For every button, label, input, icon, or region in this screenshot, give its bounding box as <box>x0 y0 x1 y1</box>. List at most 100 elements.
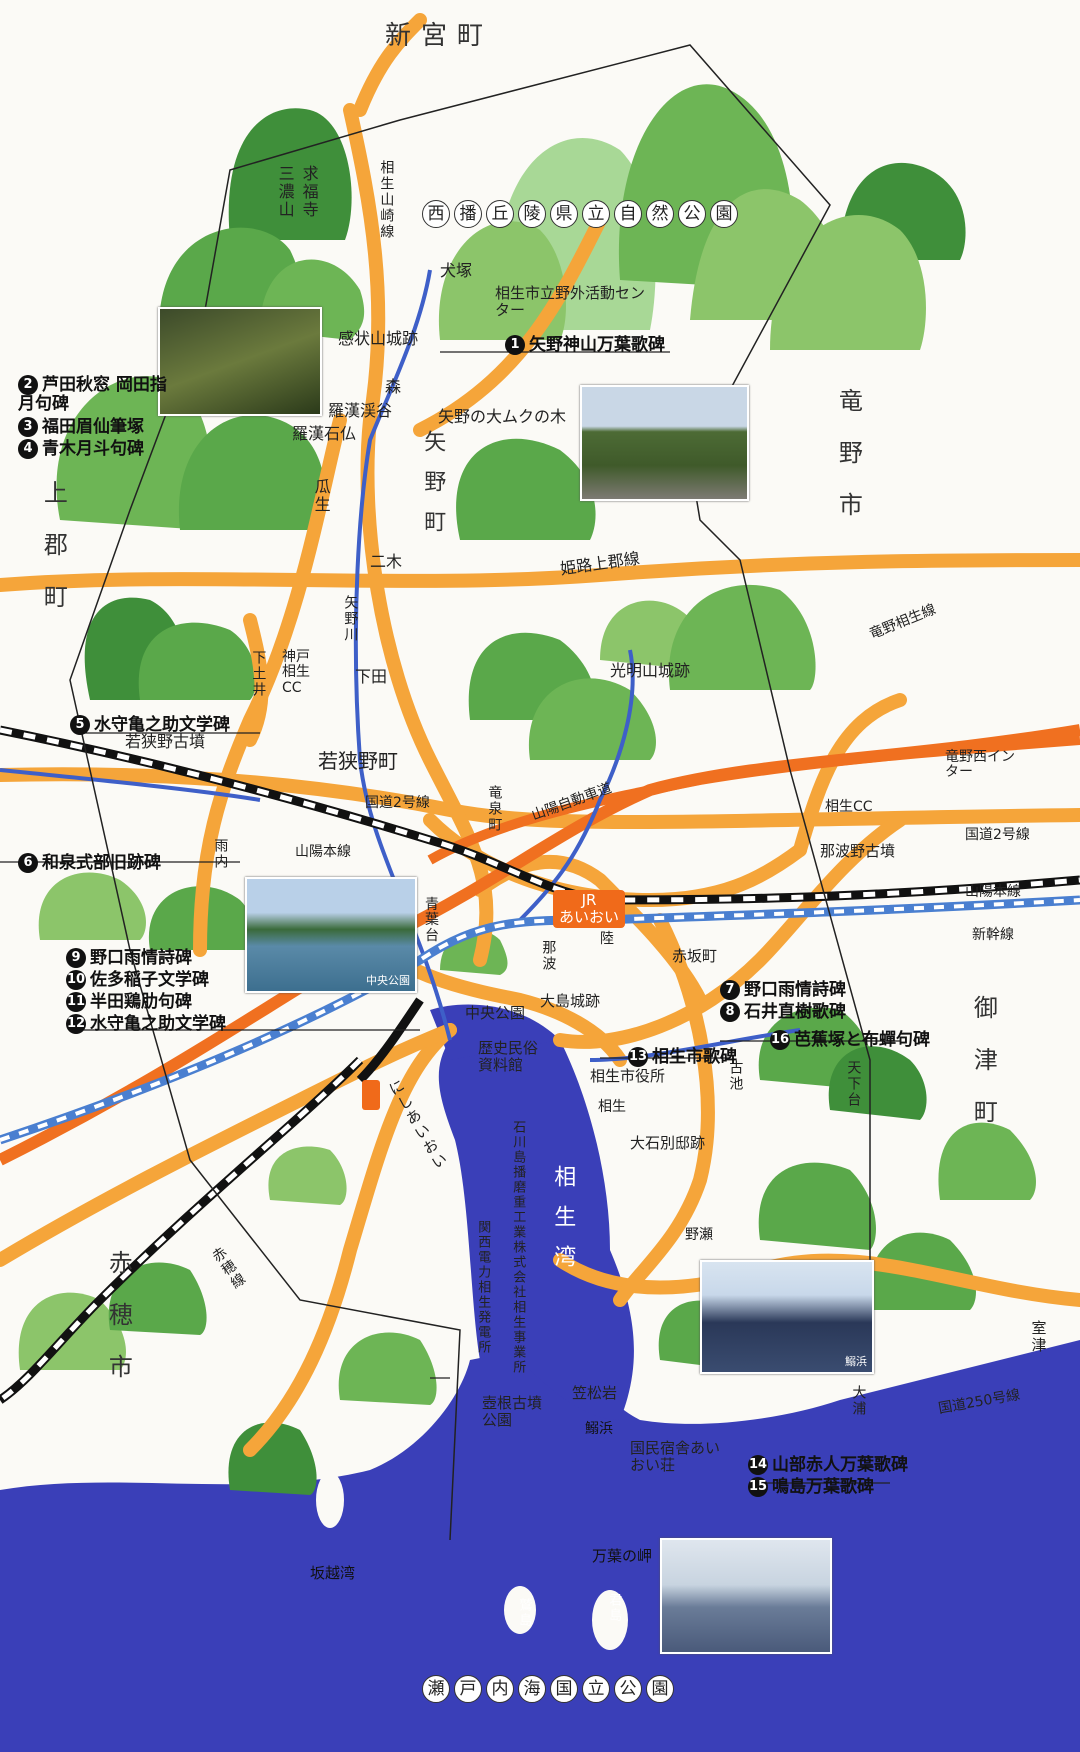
park-char: 立 <box>582 1675 610 1703</box>
place-ameuchi: 雨内 <box>212 838 229 870</box>
monument-label: 青木月斗句碑 <box>42 439 144 459</box>
place-sakoshi: 坂越湾 <box>310 1564 356 1582</box>
park-char: 海 <box>518 1675 546 1703</box>
place-museum: 歴史民俗資料館 <box>478 1039 539 1074</box>
monument-number: 6 <box>18 853 38 873</box>
monument-label: 和泉式部旧跡碑 <box>42 853 161 873</box>
photo-iwashihama: 鰯浜 <box>700 1260 874 1374</box>
route-2-west: 国道2号線 <box>365 795 430 811</box>
park-char: 戸 <box>454 1675 482 1703</box>
place-nabano-kofun: 那波野古墳 <box>820 842 896 860</box>
park-char: 立 <box>582 200 610 228</box>
nishi-aioi-station-marker[interactable] <box>362 1080 380 1110</box>
monument-number: 12 <box>66 1014 86 1034</box>
neighbor-mitsu: 御津町 <box>969 995 998 1151</box>
monument-number: 1 <box>505 335 525 355</box>
neighbor-kamigori: 上郡町 <box>39 480 68 636</box>
place-tatsunonishi-ic: 竜野西インター <box>945 749 1015 781</box>
route-sanyo-line-east: 山陽本線 <box>965 884 1021 900</box>
monument-label: 石井直樹歌碑 <box>744 1002 846 1022</box>
island <box>504 1586 536 1634</box>
jr-aioi-station[interactable]: JR あいおい <box>553 890 626 928</box>
place-iwashihama: 鰯浜 <box>585 1421 613 1437</box>
monument-number: 8 <box>720 1002 740 1022</box>
route-sanyo-line-west: 山陽本線 <box>295 844 351 860</box>
monument-number: 13 <box>628 1047 648 1067</box>
jr-label: JR <box>581 891 597 909</box>
place-kanjozan: 感状山城跡 <box>338 329 419 348</box>
monument-label: 福田眉仙筆塚 <box>42 417 144 437</box>
place-ihi: 石川島播磨重工業株式会社相生事業所 <box>510 1120 526 1375</box>
park-char: 公 <box>678 200 706 228</box>
place-shimoda: 下田 <box>355 667 388 686</box>
monument-label: 矢野神山万葉歌碑 <box>529 335 665 355</box>
photo-caption-chuo: 中央公園 <box>366 974 410 987</box>
park-char: 西 <box>422 200 450 228</box>
neighbor-murotsu: 室津 <box>1029 1320 1048 1354</box>
place-yanogawa-label: 矢野川 <box>342 595 359 643</box>
monument-number: 4 <box>18 439 38 459</box>
place-wakasano-town: 若狭野町 <box>318 749 398 773</box>
place-yano-town: 矢野町 <box>420 430 446 550</box>
park-char: 園 <box>710 200 738 228</box>
place-kasamatsu: 笠松岩 <box>572 1384 618 1402</box>
neighbor-tatsuno: 竜野市 <box>834 388 863 544</box>
monument-label: 野口雨情詩碑 <box>90 948 192 968</box>
monument-number: 3 <box>18 417 38 437</box>
monument-number: 9 <box>66 948 86 968</box>
monument-number: 14 <box>748 1455 768 1475</box>
place-komyozan: 光明山城跡 <box>610 661 691 680</box>
monument-label: 半田鶏肋句碑 <box>90 992 192 1012</box>
park-seiban: 西播丘陵県立自然公園 <box>420 200 740 228</box>
place-wakasano-kofun: 若狭野古墳 <box>125 732 206 751</box>
park-char: 国 <box>550 1675 578 1703</box>
photo-chuo-koen: 中央公園 <box>245 877 417 993</box>
place-naba: 那波 <box>540 940 557 972</box>
place-shimotoi: 下土井 <box>250 650 267 698</box>
place-oishi: 大石別邸跡 <box>630 1134 706 1152</box>
place-inuzuka: 犬塚 <box>440 261 473 280</box>
leader-lines <box>0 351 900 1484</box>
place-chuo-koen: 中央公園 <box>465 1004 526 1022</box>
island <box>316 1472 344 1528</box>
place-rakan-sekibutsu: 羅漢石仏 <box>292 424 357 443</box>
aioi-bay <box>438 1040 634 1420</box>
park-char: 公 <box>614 1675 642 1703</box>
place-outdoor-center: 相生市立野外活動センター <box>495 284 646 319</box>
place-manyo-misaki: 万葉の岬 <box>592 1547 653 1565</box>
photo-rakankeikoku <box>158 307 322 416</box>
monument-label: 水守亀之助文学碑 <box>94 715 230 735</box>
place-riku: 陸 <box>600 931 614 947</box>
place-akasaka: 赤坂町 <box>672 947 718 965</box>
place-sannozan: 三濃山 <box>275 165 295 219</box>
monument-label: 山部赤人万葉歌碑 <box>772 1455 908 1475</box>
island <box>592 1590 628 1650</box>
place-aioi-cc: 相生CC <box>825 799 873 815</box>
place-tsubone: 壺根古墳公園 <box>482 1394 543 1429</box>
monument-number: 7 <box>720 980 740 1000</box>
monument-label: 佐多稲子文学碑 <box>90 970 209 990</box>
photo-yano-muku <box>580 385 749 501</box>
place-kimishima: 君島 <box>606 1593 622 1623</box>
place-kyufukuji: 求福寺 <box>299 165 319 219</box>
place-noze: 野瀬 <box>685 1227 713 1243</box>
monument-number: 16 <box>770 1030 790 1050</box>
place-aioi: 相生 <box>598 1099 626 1115</box>
place-yano-muku: 矢野の大ムクの木 <box>438 407 567 426</box>
